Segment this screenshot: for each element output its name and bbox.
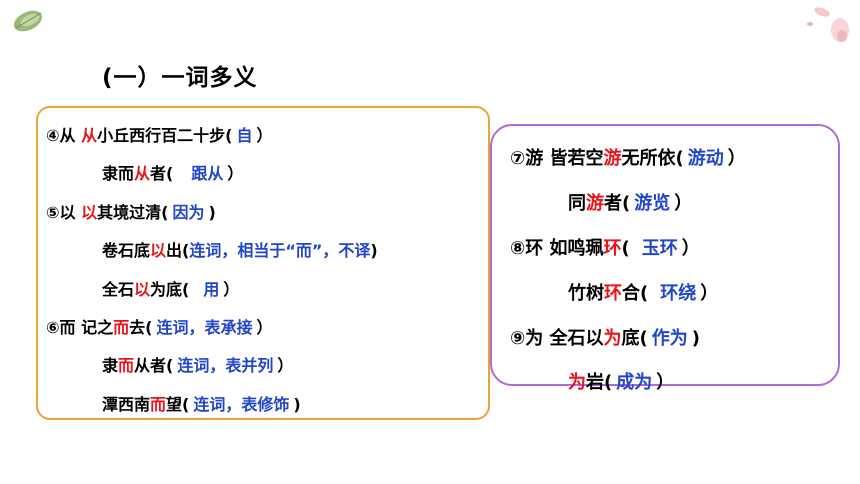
right-frame <box>490 124 840 386</box>
entry-line: 卷石底以出(连词，相当于“而”，不译) <box>102 241 378 260</box>
answer: 作为 <box>651 328 688 349</box>
petal-decoration-icon <box>807 7 849 42</box>
highlight-char: 游 <box>603 148 622 169</box>
highlight-char: 而 <box>113 318 130 337</box>
answer: 游览 <box>634 193 671 214</box>
highlight-char: 环 <box>603 238 622 259</box>
leaf-decoration-icon <box>13 10 43 32</box>
highlight-char: 而 <box>118 356 135 375</box>
answer: 连词，相当于“而”，不译 <box>189 241 371 260</box>
entry-line: 为岩(成为） <box>568 368 674 394</box>
entry-line: 全石以为底(用） <box>102 276 239 300</box>
entry-line: 潭西南而望(连词，表修饰) <box>102 391 301 415</box>
answer: 玉环 <box>641 238 678 259</box>
highlight-char: 从 <box>134 164 151 183</box>
entry-line: ⑥而 记之而去(连词，表承接） <box>46 314 273 338</box>
answer: 环绕 <box>660 283 697 304</box>
page-title: (一）一词多义 <box>102 65 258 91</box>
left-frame <box>36 106 490 420</box>
highlight-char: 为 <box>603 328 622 349</box>
highlight-char: 为 <box>568 372 586 393</box>
entry-line: 同游者(游览） <box>568 189 692 215</box>
highlight-char: 从 <box>81 126 98 145</box>
answer: 连词，表修饰 <box>193 395 290 414</box>
entry-line: ⑤以 以其境过清(因为) <box>46 199 216 223</box>
entry-line: 竹树环合(环绕） <box>568 279 718 305</box>
entry-line: ④从 从小丘西行百二十步(自） <box>46 122 273 146</box>
answer: 连词，表承接 <box>156 318 253 337</box>
answer: 成为 <box>616 372 653 393</box>
highlight-char: 以 <box>150 241 167 260</box>
answer: 用 <box>203 280 220 299</box>
entry-line: ⑦游 皆若空游无所依(游动） <box>510 144 746 170</box>
entry-line: ⑧环 如鸣珮环(玉环） <box>510 234 700 260</box>
entry-line: 隶而从者(跟从） <box>102 160 243 184</box>
answer: 因为 <box>172 203 205 222</box>
answer: 连词，表并列 <box>177 356 274 375</box>
entry-line: ⑨为 全石以为底(作为) <box>510 324 700 350</box>
answer: 跟从 <box>191 164 224 183</box>
highlight-char: 游 <box>586 193 604 214</box>
highlight-char: 以 <box>81 203 98 222</box>
highlight-char: 而 <box>150 395 167 414</box>
answer: 自 <box>236 126 253 145</box>
entry-line: 隶而从者(连词，表并列） <box>102 352 293 376</box>
highlight-char: 环 <box>604 283 622 304</box>
highlight-char: 以 <box>134 280 151 299</box>
answer: 游动 <box>687 148 724 169</box>
